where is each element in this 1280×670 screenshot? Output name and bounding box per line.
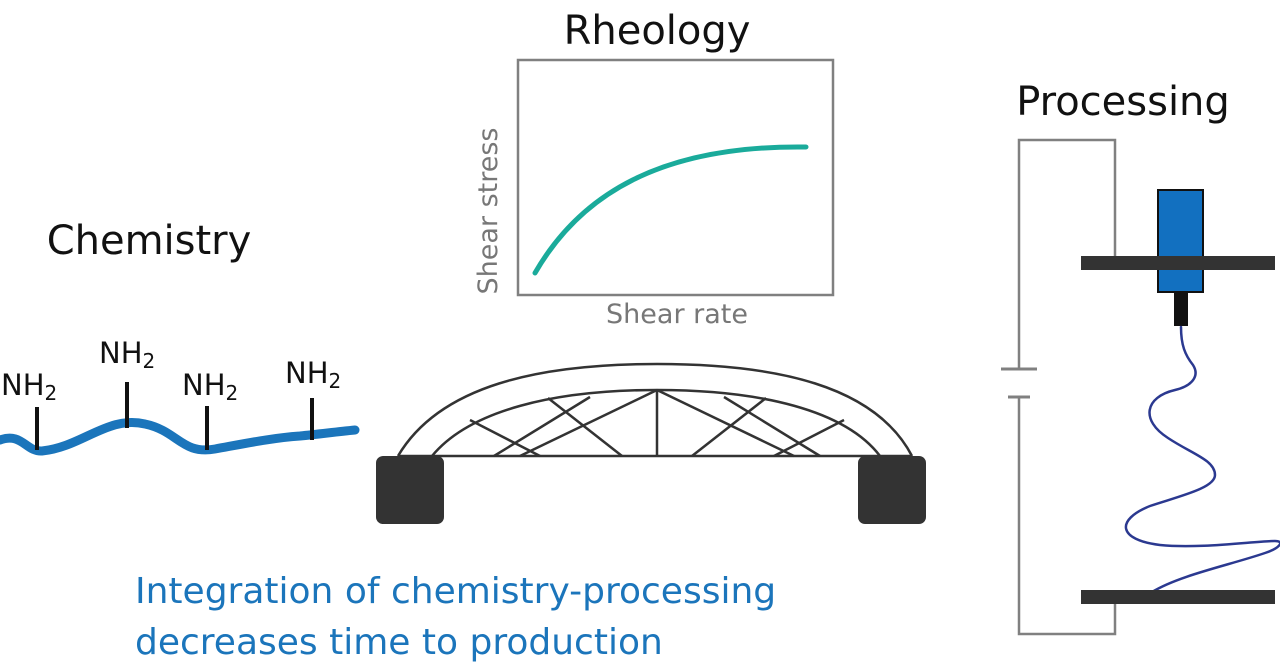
rheology-xlabel: Shear rate (606, 299, 748, 330)
amine-label-3: NH2 (182, 368, 238, 405)
rheology-plot-frame (516, 58, 835, 297)
circuit-wire-bottom (1017, 397, 1117, 636)
polymer-chain-icon (0, 382, 360, 456)
rheology-curve (532, 144, 809, 276)
processing-title: Processing (1016, 79, 1230, 125)
caption-line-1: Integration of chemistry-processing (135, 571, 776, 612)
electrospinning-setup-icon (1001, 138, 1280, 636)
rheology-ylabel: Shear stress (473, 128, 504, 295)
fiber-jet (1124, 325, 1280, 594)
syringe-plate-overlap (1155, 256, 1206, 270)
syringe-needle (1174, 292, 1188, 326)
amine-label-3-main: NH (182, 368, 226, 402)
caption-line-2: decreases time to production (135, 622, 663, 663)
bridge-truss (469, 388, 845, 458)
amine-label-3-sub: 2 (226, 381, 239, 405)
battery-icon (1001, 367, 1037, 399)
amine-label-4-main: NH (285, 356, 329, 390)
amine-label-2: NH2 (99, 336, 155, 373)
amine-label-1-sub: 2 (45, 381, 58, 405)
amine-label-2-main: NH (99, 336, 143, 370)
rheology-title: Rheology (564, 8, 751, 54)
bridge-outer-arch (396, 362, 914, 457)
amine-label-4-sub: 2 (329, 369, 342, 393)
bridge-left-pier (376, 456, 444, 524)
amine-label-2-sub: 2 (143, 349, 156, 373)
amine-label-1: NH2 (1, 368, 57, 405)
collector-plate (1081, 590, 1275, 604)
amine-label-1-main: NH (1, 368, 45, 402)
syringe-body (1157, 189, 1204, 293)
polymer-backbone (0, 418, 360, 456)
bridge-right-pier (858, 456, 926, 524)
circuit-wire-top (1017, 138, 1117, 368)
bridge-icon (396, 362, 914, 458)
chemistry-title: Chemistry (47, 218, 252, 264)
amine-label-4: NH2 (285, 356, 341, 393)
